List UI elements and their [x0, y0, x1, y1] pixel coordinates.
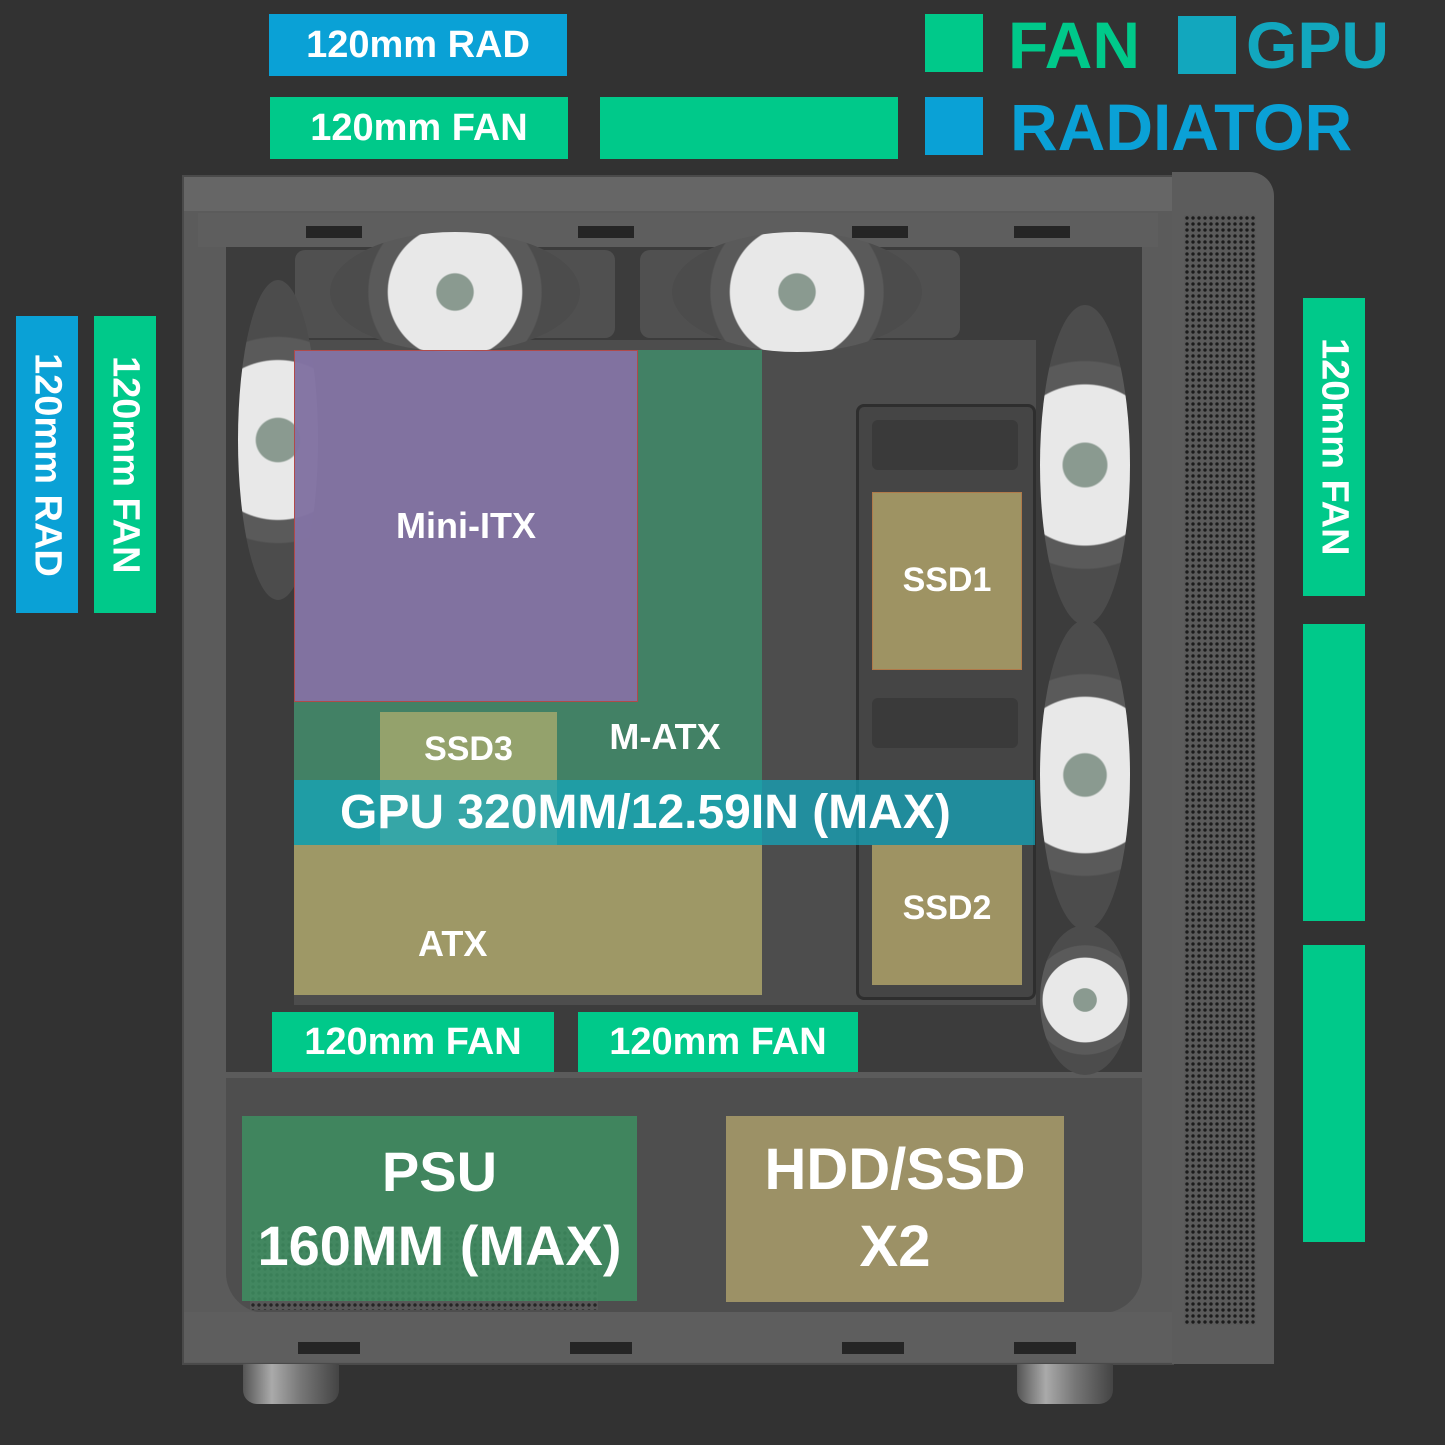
ssd3-label: SSD3: [424, 730, 513, 768]
hdd-zone: HDD/SSD X2: [726, 1116, 1064, 1302]
drive-cage-slot: [872, 420, 1018, 470]
hdd-count-label: X2: [859, 1214, 931, 1279]
side-fan-bar-3: [1303, 945, 1365, 1242]
ssd2-label: SSD2: [902, 889, 992, 927]
mini-itx-label: Mini-ITX: [396, 505, 536, 546]
front-radiator-text: 120mm RAD: [26, 352, 69, 577]
side-fan-bar-2: [1303, 624, 1365, 921]
front-fan-text: 120mm FAN: [104, 355, 147, 574]
top-slot: [306, 226, 362, 238]
side-fan-1-icon: [1040, 305, 1130, 625]
case-foot-right: [1017, 1364, 1113, 1404]
top-slot: [578, 226, 634, 238]
case-foot-left: [243, 1364, 339, 1404]
mini-itx-zone: Mini-ITX: [294, 350, 638, 702]
case-bottom-rail: [184, 1312, 1172, 1362]
top-radiator-label: 120mm RAD: [269, 14, 567, 76]
top-fan-2-icon: [672, 232, 922, 352]
bottom-fan-label-2: 120mm FAN: [578, 1012, 858, 1072]
radiator-legend-label: RADIATOR: [1010, 90, 1353, 164]
psu-zone: PSU 160MM (MAX): [242, 1116, 637, 1301]
bottom-fan-text: 120mm FAN: [609, 1020, 827, 1063]
case-top-panel: [184, 177, 1172, 211]
radiator-legend-swatch: [925, 97, 983, 155]
top-fan-1-icon: [330, 232, 580, 352]
bottom-slot: [298, 1342, 360, 1354]
top-slot: [852, 226, 908, 238]
top-fan-bar-2: [600, 97, 898, 159]
ssd1-zone: SSD1: [872, 492, 1022, 670]
gpu-legend-swatch: [1178, 16, 1236, 74]
front-radiator-label: 120mm RAD: [16, 316, 78, 613]
top-fan-text: 120mm FAN: [310, 106, 528, 149]
side-fan-label: 120mm FAN: [1303, 298, 1365, 596]
bottom-slot: [1014, 1342, 1076, 1354]
side-fan-2-icon: [1040, 620, 1130, 930]
top-fan-label: 120mm FAN: [270, 97, 568, 159]
m-atx-label: M-ATX: [609, 716, 721, 757]
front-mesh-panel: [1184, 215, 1256, 1325]
fan-legend-label: FAN: [1008, 8, 1140, 82]
gpu-length-label: GPU 320MM/12.59IN (MAX): [340, 786, 951, 839]
bottom-fan-label-1: 120mm FAN: [272, 1012, 554, 1072]
side-fan-text: 120mm FAN: [1313, 338, 1356, 556]
atx-zone: ATX: [294, 845, 762, 995]
side-fan-3-icon: [1040, 925, 1130, 1075]
hdd-label: HDD/SSD: [764, 1137, 1026, 1203]
gpu-zone: GPU 320MM/12.59IN (MAX): [294, 780, 1035, 845]
gpu-legend-label: GPU: [1246, 8, 1390, 82]
atx-label: ATX: [418, 923, 488, 964]
bottom-fan-text: 120mm FAN: [304, 1020, 522, 1063]
drive-cage-slot: [872, 698, 1018, 748]
top-slot: [1014, 226, 1070, 238]
psu-size-label: 160MM (MAX): [257, 1213, 622, 1277]
bottom-slot: [570, 1342, 632, 1354]
m-atx-label-area: M-ATX: [580, 712, 750, 762]
ssd1-label: SSD1: [902, 561, 992, 599]
fan-legend-swatch: [925, 14, 983, 72]
psu-label: PSU: [381, 1139, 498, 1203]
ssd2-zone: SSD2: [872, 845, 1022, 985]
bottom-slot: [842, 1342, 904, 1354]
top-radiator-text: 120mm RAD: [306, 23, 530, 66]
front-fan-label: 120mm FAN: [94, 316, 156, 613]
